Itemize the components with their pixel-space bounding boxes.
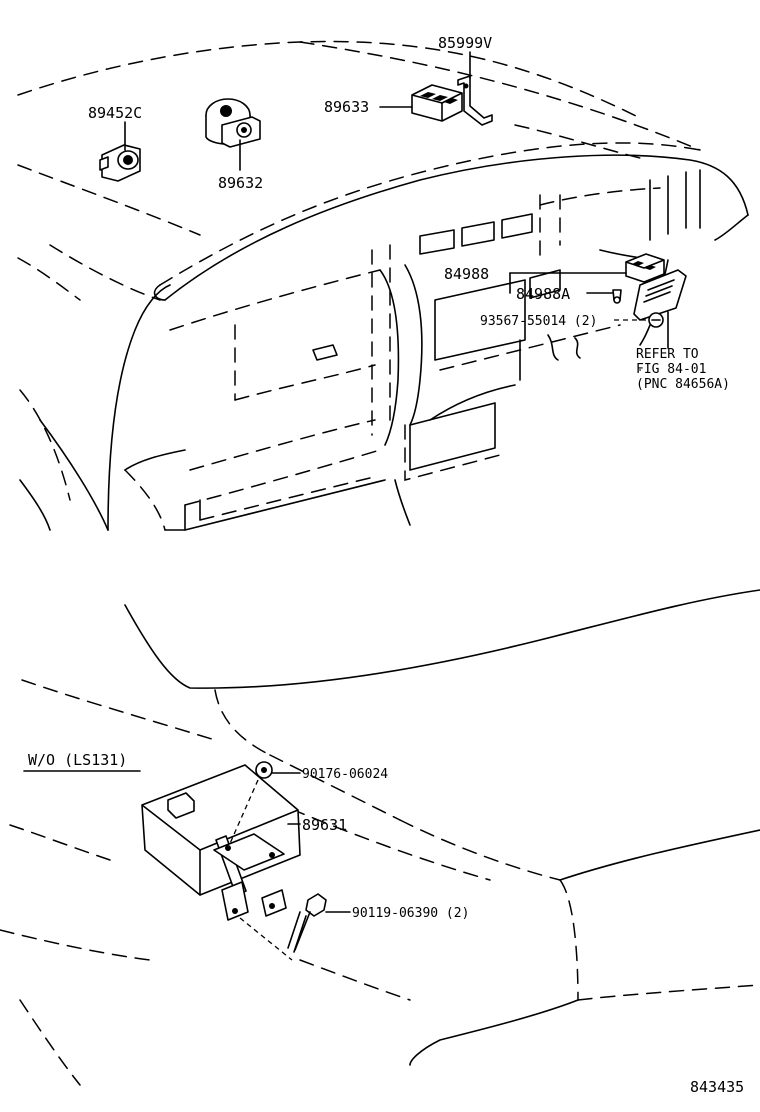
label-90176: 90176-06024	[302, 767, 388, 782]
label-refer-line3: (PNC 84656A)	[636, 377, 730, 392]
part-90119-bolt	[287, 893, 327, 953]
dashboard-outline	[17, 40, 749, 531]
label-89631: 89631	[302, 816, 347, 834]
label-89633: 89633	[324, 98, 369, 116]
lower-body-outline	[0, 589, 760, 1086]
part-84656a-switch	[633, 269, 687, 321]
label-89632: 89632	[218, 174, 263, 192]
label-89452c: 89452C	[88, 104, 142, 122]
label-refer-line2: FIG 84-01	[636, 362, 706, 377]
label-84988: 84988	[444, 265, 489, 283]
part-89631-ecu-box	[141, 764, 301, 921]
label-85999v: 85999V	[438, 34, 492, 52]
diagram-id: 843435	[690, 1078, 744, 1096]
part-89633-connector	[411, 84, 463, 122]
part-84988a-pin	[612, 289, 622, 304]
dashed-line-bolt	[239, 917, 293, 961]
part-89452c-sensor	[99, 144, 141, 182]
wire-squiggle-1	[547, 334, 559, 361]
dashed-line-nut-box	[227, 779, 259, 849]
part-93567-screw	[648, 312, 664, 328]
part-85999v-bracket	[457, 75, 493, 126]
wire-squiggle-2	[574, 337, 581, 359]
label-93567: 93567-55014 (2)	[480, 314, 597, 329]
part-90176-nut	[255, 761, 273, 779]
label-refer-line1: REFER TO	[636, 347, 699, 362]
label-84988a: 84988A	[516, 285, 570, 303]
label-90119: 90119-06390 (2)	[352, 906, 469, 921]
part-89632-sensor	[205, 98, 261, 148]
label-wo-ls131: W/O (LS131)	[28, 751, 127, 769]
part-84988-connector	[625, 253, 665, 283]
